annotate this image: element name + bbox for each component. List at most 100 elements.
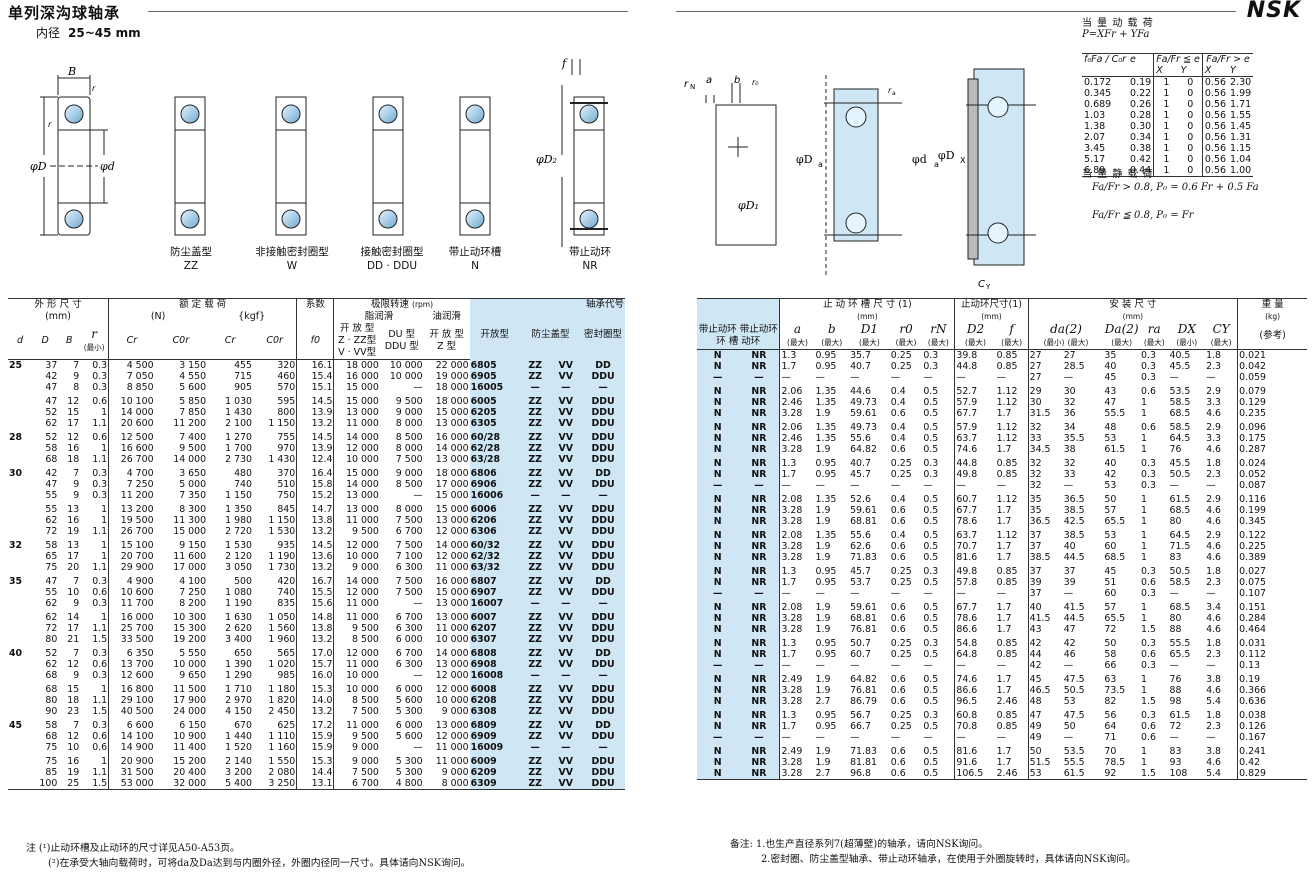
table-cell: 1 390 — [225, 659, 252, 670]
table-cell: 4.6 — [1206, 408, 1222, 419]
table-cell: 2.46 — [996, 696, 1018, 707]
table-cell: 61.5 — [1169, 710, 1191, 721]
table-cell: — — [1063, 480, 1074, 491]
table-cell: 32 — [1027, 419, 1063, 433]
table-cell: 40 — [1104, 458, 1117, 469]
table-cell: DDU — [581, 634, 625, 645]
table-cell: 11 000 — [333, 515, 380, 526]
table-cell: 0.6 — [92, 731, 108, 742]
table-cell: DDU — [581, 706, 625, 717]
table-cell: 0.25 — [890, 638, 912, 649]
table-cell: 57.9 — [954, 419, 996, 433]
table-cell: 58 — [45, 443, 58, 454]
table-cell: 320 — [277, 360, 296, 371]
table-cell: ZZ — [519, 778, 551, 790]
table-cell: N — [697, 685, 739, 696]
footnote-1: 注 (¹)止动环槽及止动环的尺寸详见A50-A53页。 — [26, 843, 240, 854]
table-cell: 1.9 — [815, 516, 831, 527]
table-cell: 0.5 — [923, 552, 939, 563]
table-cell: 1.35 — [815, 433, 837, 444]
table-cell: 42 — [1063, 638, 1076, 649]
table-cell: 0.5 — [923, 674, 939, 685]
table-cell: 11 000 — [333, 659, 380, 670]
table-cell: 16 800 — [108, 681, 155, 695]
table-cell — [8, 598, 32, 609]
table-cell: — — [519, 490, 551, 501]
table-cell: 25 — [58, 778, 81, 790]
dims-unit: (mm) — [45, 311, 72, 322]
table-cell: 17.2 — [296, 717, 334, 731]
table-cell: 72 — [1169, 721, 1182, 732]
table-cell: 50.7 — [850, 638, 871, 649]
table-cell: 68.5 — [1104, 552, 1126, 563]
table-cell: 0.25 — [890, 361, 912, 372]
table-cell: 39 — [1063, 577, 1076, 588]
table-cell: 60.8 — [954, 707, 996, 721]
table-cell: — — [413, 742, 423, 753]
table-cell: 0.85 — [996, 638, 1018, 649]
col-C0r-kgf: C0r — [253, 323, 297, 360]
table-cell: 16.7 — [296, 573, 334, 587]
table-cell: 13 — [67, 540, 80, 551]
table-cell: 1 — [1141, 602, 1147, 613]
table-cell: 32 — [9, 540, 23, 551]
table-cell: — — [1063, 732, 1074, 743]
table-cell: 2 120 — [225, 551, 252, 562]
table-cell: 40 — [1027, 599, 1063, 613]
table-cell: 1 — [1141, 746, 1147, 757]
table-cell: 100 — [32, 778, 59, 790]
table-cell: 0.95 — [815, 710, 837, 721]
table-cell: 42 — [45, 371, 58, 382]
table-cell: — — [954, 480, 996, 491]
table-cell: — — [550, 382, 582, 393]
table-cell: 0.3 — [1141, 372, 1156, 383]
table-cell: 15 000 — [435, 504, 469, 515]
table-cell: 7 500 — [333, 767, 380, 778]
table-cell: 0.5 — [923, 422, 939, 433]
table-cell: 91.6 — [954, 757, 996, 768]
col-ra: ra(最大) — [1140, 323, 1169, 350]
col-Cr: Cr — [108, 323, 155, 360]
table-cell: NR — [738, 685, 780, 696]
table-cell: 0.6 — [890, 541, 906, 552]
table-cell: — — [738, 480, 780, 491]
table-cell: — — [1063, 588, 1074, 599]
table-cell: 15.9 — [296, 742, 334, 753]
table-cell: 74.6 — [954, 671, 996, 685]
ratio-header: f₀Fa / C₀r — [1084, 54, 1127, 65]
table-cell: 3.8 — [1206, 746, 1222, 757]
table-cell: — — [1169, 588, 1179, 599]
table-cell: 0.6 — [890, 552, 906, 563]
table-cell: NR — [738, 649, 780, 660]
table-cell: 2 100 — [225, 418, 252, 429]
table-cell: 14.0 — [296, 695, 334, 706]
table-cell: DDU — [581, 562, 625, 573]
table-cell: — — [890, 480, 901, 491]
table-cell: 0.25 — [890, 566, 912, 577]
table-cell: 13.2 — [296, 562, 334, 573]
table-cell: 44.5 — [1063, 613, 1085, 624]
load-factor-cell: 0.44 — [1128, 165, 1154, 177]
table-cell: 63.7 — [954, 527, 996, 541]
table-cell: N — [697, 624, 739, 635]
table-cell: — — [1206, 372, 1216, 383]
bearing-drawings-left: B r r φD φd f φD₂ — [30, 57, 608, 247]
table-cell: 13 000 — [435, 720, 469, 731]
table-cell: 13.1 — [296, 778, 334, 790]
table-cell: 42 — [1027, 635, 1063, 649]
svg-text:r: r — [684, 79, 689, 90]
table-cell: 1 430 — [225, 407, 252, 418]
table-cell: 8 500 — [333, 634, 380, 645]
table-cell: 30 — [1027, 397, 1063, 408]
table-cell: 3 400 — [225, 634, 252, 645]
